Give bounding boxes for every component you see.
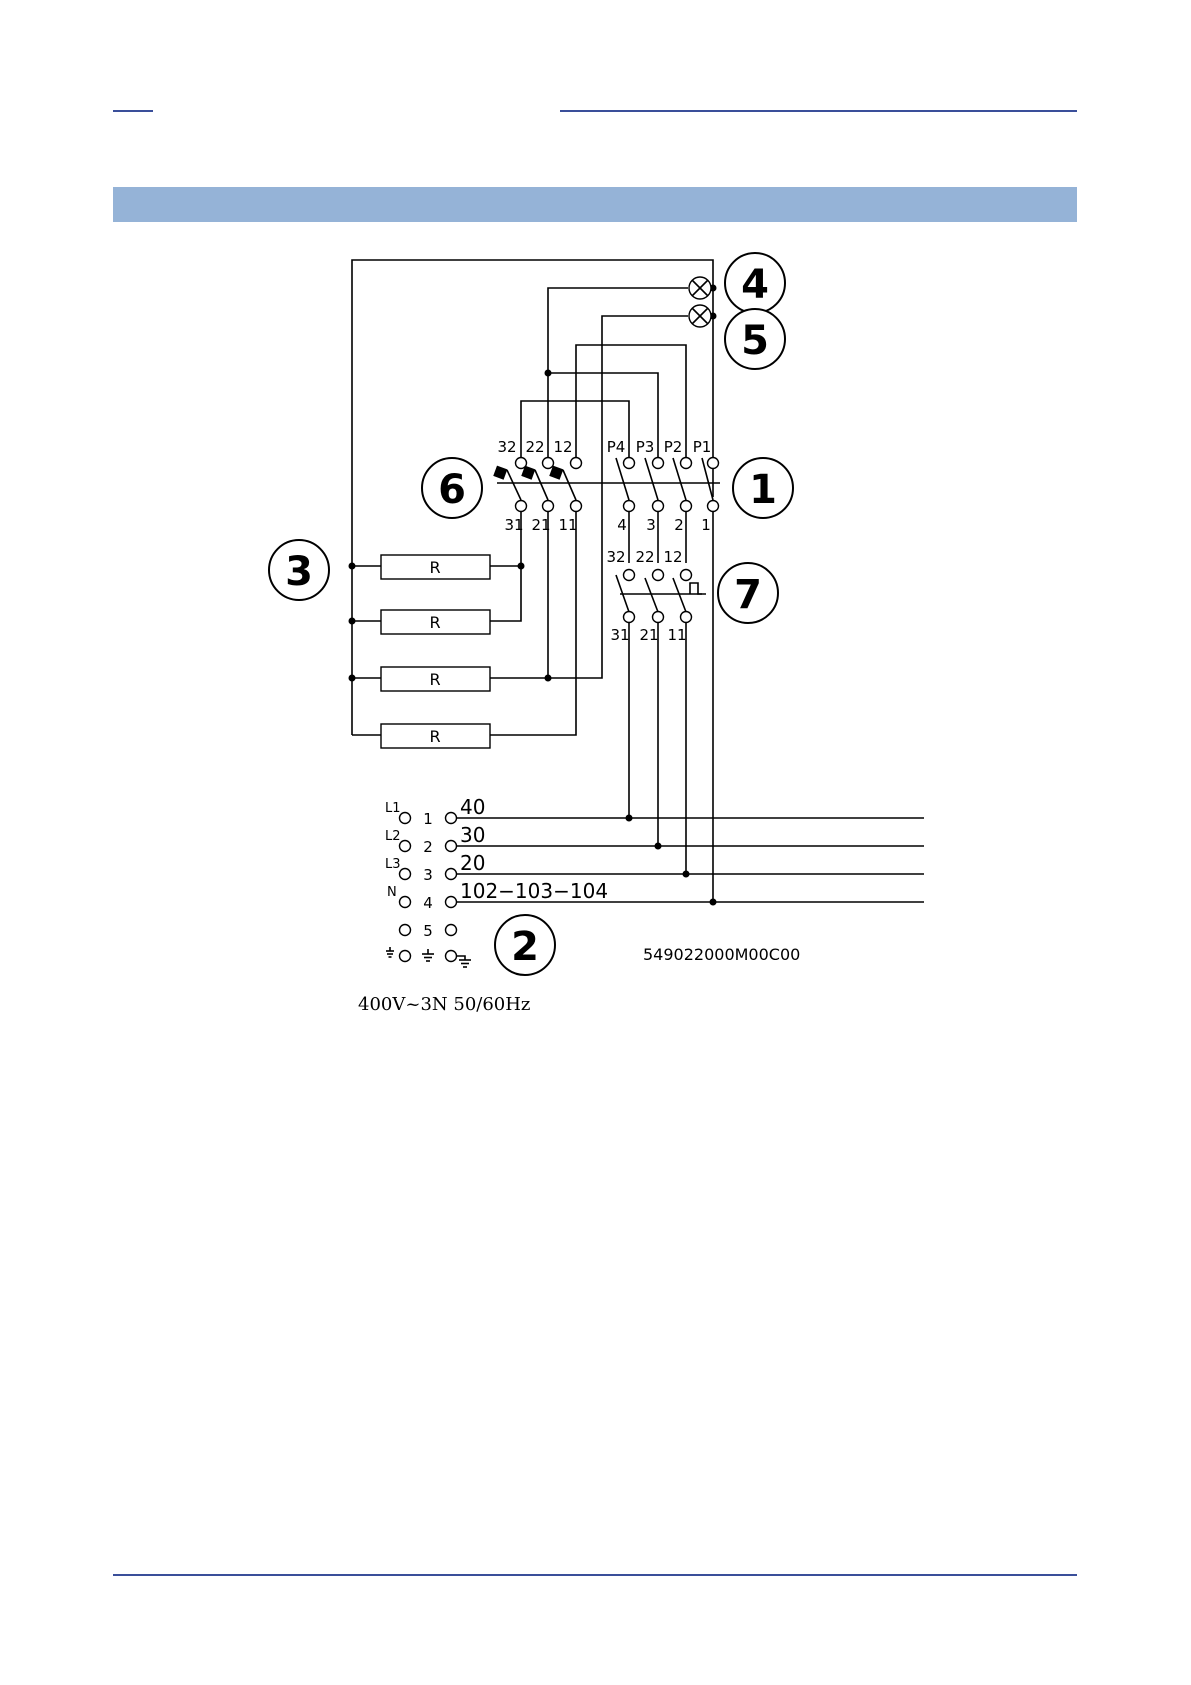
resistor-label: R bbox=[429, 558, 440, 577]
terminal-number: 3 bbox=[423, 866, 433, 884]
phase-label: L3 bbox=[385, 857, 401, 872]
contact-label: 11 bbox=[667, 626, 686, 644]
part-number: 549022000M00C00 bbox=[643, 945, 800, 964]
resistor-label: R bbox=[429, 670, 440, 689]
contact-label: 3 bbox=[646, 516, 656, 534]
callout-1: 1 bbox=[733, 458, 793, 518]
svg-text:6: 6 bbox=[438, 467, 466, 513]
wire-number: 30 bbox=[460, 823, 485, 847]
callout-7: 7 bbox=[718, 563, 778, 623]
contact-label: 32 bbox=[497, 438, 516, 456]
contact-label: 31 bbox=[610, 626, 629, 644]
lamp-5 bbox=[689, 305, 711, 327]
phase-label: L1 bbox=[385, 801, 401, 816]
phase-label: N bbox=[387, 885, 397, 900]
wires bbox=[352, 260, 924, 902]
resistor-label: R bbox=[429, 727, 440, 746]
contact-label: 12 bbox=[663, 548, 682, 566]
terminal-number: 5 bbox=[423, 922, 433, 940]
svg-text:7: 7 bbox=[734, 572, 762, 618]
earth-icon bbox=[422, 949, 434, 961]
contact-label: 4 bbox=[617, 516, 627, 534]
callout-2: 2 bbox=[495, 915, 555, 975]
lamp-4 bbox=[689, 277, 711, 299]
contact-label: 22 bbox=[635, 548, 654, 566]
aux-switch: 32 22 12 31 21 11 bbox=[606, 548, 691, 644]
contact-label: 21 bbox=[639, 626, 658, 644]
contact-label: 21 bbox=[531, 516, 550, 534]
svg-text:2: 2 bbox=[511, 924, 539, 970]
contact-label: P2 bbox=[664, 438, 683, 456]
svg-text:5: 5 bbox=[741, 318, 769, 364]
resistors: R R R R bbox=[381, 555, 490, 748]
wire-number: 102−103−104 bbox=[460, 879, 608, 903]
callout-3: 3 bbox=[269, 540, 329, 600]
callout-6: 6 bbox=[422, 458, 482, 518]
contact-label: 11 bbox=[558, 516, 577, 534]
svg-text:3: 3 bbox=[285, 549, 313, 595]
terminal-number: 1 bbox=[423, 810, 433, 828]
wire-number: 20 bbox=[460, 851, 485, 875]
contact-label: 32 bbox=[606, 548, 625, 566]
wire-number: 40 bbox=[460, 795, 485, 819]
contact-label: 12 bbox=[553, 438, 572, 456]
contact-label: P3 bbox=[636, 438, 655, 456]
callout-5: 5 bbox=[725, 309, 785, 369]
callout-4: 4 bbox=[725, 253, 785, 313]
contact-label: 1 bbox=[701, 516, 711, 534]
contact-label: P4 bbox=[607, 438, 626, 456]
svg-text:4: 4 bbox=[741, 262, 769, 308]
earth-icon bbox=[457, 956, 471, 967]
contact-label: 22 bbox=[525, 438, 544, 456]
terminal-number: 2 bbox=[423, 838, 433, 856]
contact-label: 31 bbox=[504, 516, 523, 534]
terminal-number: 4 bbox=[423, 894, 433, 912]
contact-label: P1 bbox=[693, 438, 712, 456]
svg-text:1: 1 bbox=[749, 467, 777, 513]
earth-icon bbox=[386, 947, 394, 957]
contact-label: 2 bbox=[674, 516, 684, 534]
phase-label: L2 bbox=[385, 829, 401, 844]
resistor-label: R bbox=[429, 613, 440, 632]
supply-label: 400V~3N 50/60Hz bbox=[358, 994, 530, 1015]
main-switch: 32 22 12 P4 P3 P2 P1 31 21 bbox=[493, 438, 718, 534]
